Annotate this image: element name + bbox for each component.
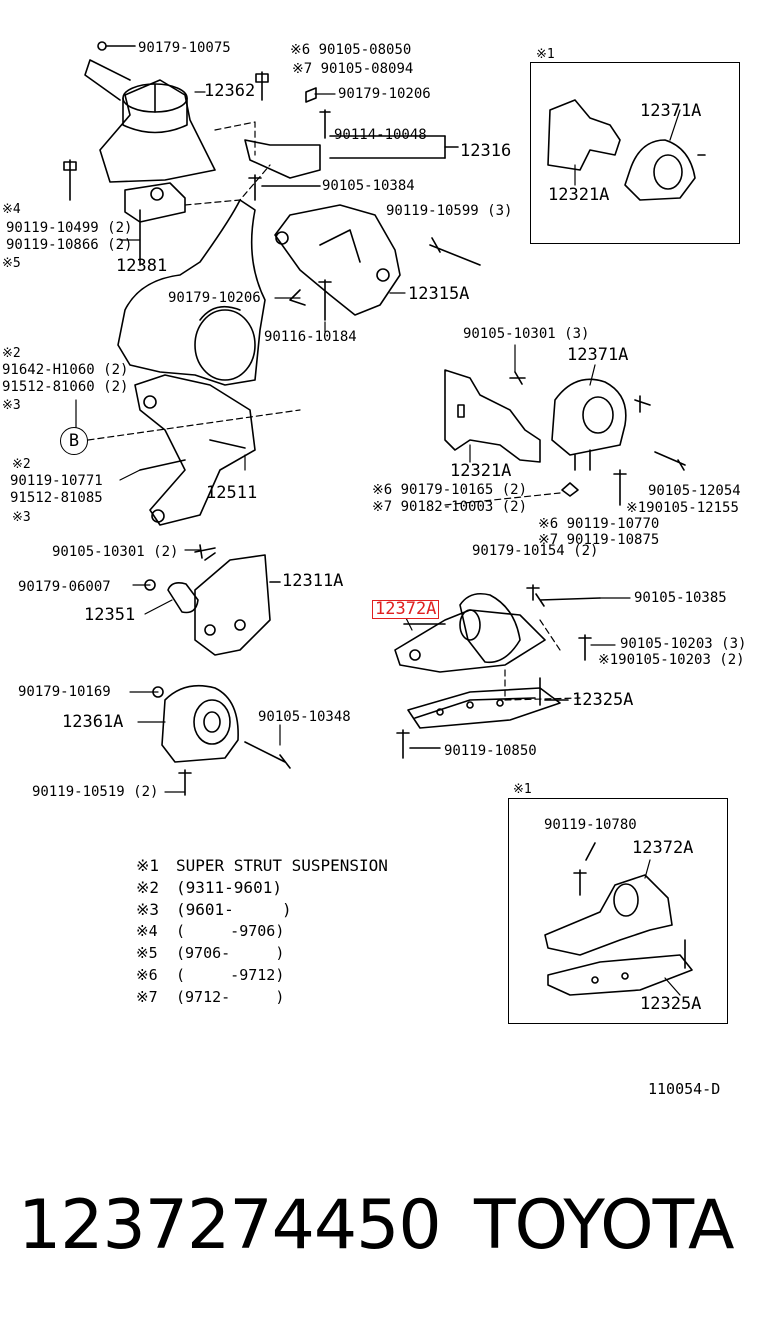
label-90182-10003: ※7 90182-10003 (2) [372, 499, 528, 515]
label-90119-10599: 90119-10599 (3) [386, 203, 513, 219]
label-90179-10165: ※6 90179-10165 (2) [372, 482, 528, 498]
label-90105-10203-note1: ※190105-10203 (2) [598, 652, 745, 668]
label-12311A: 12311A [282, 571, 344, 591]
label-90105-08050: ※6 90105-08050 [290, 42, 412, 58]
box2-note1: ※1 [513, 782, 532, 797]
label-90105-10385: 90105-10385 [634, 590, 727, 606]
legend-row: ※7 (9712- ) [136, 990, 284, 1005]
box1-label-12321A: 12321A [548, 185, 610, 205]
label-90119-10499: 90119-10499 (2) [6, 220, 133, 236]
label-90105-08094: ※7 90105-08094 [292, 61, 414, 77]
bracket-12315A-drawing [274, 204, 481, 321]
label-90105-10384: 90105-10384 [322, 178, 415, 194]
box2-label-12325A: 12325A [640, 994, 702, 1014]
mount-12362-drawing [84, 41, 216, 183]
label-12381: 12381 [116, 256, 168, 276]
label-90119-10866: 90119-10866 (2) [6, 237, 133, 253]
box1-label-12371A: 12371A [640, 101, 702, 121]
label-91642-H1060: 91642-H1060 (2) [2, 362, 129, 378]
bracket-12311A-drawing [194, 544, 281, 656]
label-90114-10048: 90114-10048 [334, 127, 427, 143]
legend-value: (9712- ) [176, 988, 285, 1006]
legend-key: ※2 [136, 878, 160, 897]
label-note4: ※4 [2, 202, 21, 217]
callout-b: B [60, 427, 88, 455]
label-90179-10169: 90179-10169 [18, 684, 111, 700]
legend-key: ※6 [136, 966, 158, 984]
mount-12361A-drawing [152, 684, 291, 796]
label-90105-10203: 90105-10203 (3) [620, 636, 747, 652]
box2-label-90119-10780: 90119-10780 [544, 817, 637, 833]
box1-drawing [547, 99, 706, 201]
label-90179-10154: 90179-10154 (2) [472, 543, 599, 559]
label-12372A-highlighted[interactable]: 12372A [372, 600, 440, 619]
legend-value: (9311-9601) [176, 878, 282, 897]
label-90179-10206-a: 90179-10206 [338, 86, 431, 102]
label-90105-10348: 90105-10348 [258, 709, 351, 725]
label-90119-10771: 90119-10771 [10, 473, 103, 489]
label-90119-10519: 90119-10519 (2) [32, 784, 159, 800]
mount-12381-drawing [124, 182, 186, 266]
super-strut-box-bottom [508, 798, 728, 1024]
diagram-code: 110054-D [648, 1080, 721, 1098]
plate-12325A-drawing [396, 677, 569, 759]
box2-label-12372A: 12372A [632, 838, 694, 858]
legend-row: ※3 (9601- ) [136, 902, 292, 918]
super-strut-box-top [530, 62, 740, 244]
legend-row: ※1 SUPER STRUT SUSPENSION [136, 858, 388, 874]
legend-row: ※6 ( -9712) [136, 968, 284, 983]
legend-value: (9601- ) [176, 900, 292, 919]
label-note5: ※5 [2, 256, 21, 271]
label-note3-bot: ※3 [12, 510, 31, 525]
legend-key: ※5 [136, 944, 158, 962]
label-90116-10184: 90116-10184 [264, 329, 357, 345]
label-12351: 12351 [84, 605, 136, 625]
footer-brand: TOYOTA [474, 1186, 734, 1265]
bracket-12511-drawing [134, 374, 256, 526]
label-12316: 12316 [460, 141, 512, 161]
label-90179-06007: 90179-06007 [18, 579, 111, 595]
label-90179-10075: 90179-10075 [138, 40, 231, 56]
label-90179-10206-b: 90179-10206 [168, 290, 261, 306]
label-90105-10301-r: 90105-10301 (3) [463, 326, 590, 342]
label-12315A: 12315A [408, 284, 470, 304]
label-90105-10301-l: 90105-10301 (2) [52, 544, 179, 560]
legend-key: ※3 [136, 900, 160, 919]
label-note2-top: ※2 [2, 346, 21, 361]
label-12361A: 12361A [62, 712, 124, 732]
legend-key: ※4 [136, 922, 158, 940]
bushing-12351-drawing [167, 582, 199, 614]
label-90105-12054: 90105-12054 [648, 483, 741, 499]
legend-row: ※2 (9311-9601) [136, 880, 282, 896]
label-12325A-mid: 12325A [572, 690, 634, 710]
bracket-12316-drawing [244, 71, 459, 201]
legend-row: ※4 ( -9706) [136, 924, 284, 939]
label-91512-81085: 91512-81085 [10, 490, 103, 506]
legend-value: SUPER STRUT SUSPENSION [176, 856, 388, 875]
legend-value: (9706- ) [176, 944, 285, 962]
legend-key: ※7 [136, 988, 158, 1006]
label-90105-12155: ※190105-12155 [626, 500, 739, 516]
legend-key: ※1 [136, 856, 160, 875]
label-note3-top: ※3 [2, 398, 21, 413]
bracket-12321A-mid-drawing [444, 369, 686, 506]
label-90119-10875: ※7 90119-10875 [538, 532, 660, 548]
mount-12372A-drawing [394, 584, 601, 673]
box1-note1: ※1 [536, 47, 555, 62]
label-12371A-mid: 12371A [567, 345, 629, 365]
engine-block-drawing [117, 199, 306, 386]
label-90119-10770: ※6 90119-10770 [538, 516, 660, 532]
footer-part-number: 1237274450 [18, 1186, 442, 1265]
legend-value: ( -9712) [176, 966, 285, 984]
label-91512-81060: 91512-81060 (2) [2, 379, 129, 395]
legend-value: ( -9706) [176, 922, 285, 940]
label-12362: 12362 [204, 81, 256, 101]
label-12511: 12511 [206, 483, 258, 503]
label-90119-10850: 90119-10850 [444, 743, 537, 759]
label-12321A-mid: 12321A [450, 461, 512, 481]
label-note2-bot: ※2 [12, 457, 31, 472]
legend-row: ※5 (9706- ) [136, 946, 284, 961]
